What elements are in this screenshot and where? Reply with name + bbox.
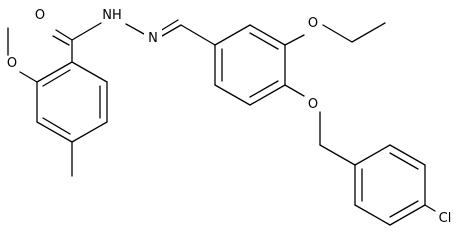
bond [71,121,108,143]
bond [389,204,426,226]
bond [42,117,71,135]
bond [161,24,182,37]
bond [19,71,38,83]
bond [36,121,73,143]
bond [319,144,356,166]
bond [42,69,71,87]
atom-labels: O NH N O O O Cl [7,6,451,226]
ether-oxygen-label: O [308,97,318,112]
bond [36,61,73,83]
chemical-structure-diagram: O NH N O O O Cl [7,6,451,226]
bond-lines [7,19,436,226]
bond [351,22,386,43]
bond [284,34,305,46]
hydrazone-n-label: N [148,31,158,46]
ethoxy-oxygen-label: O [308,16,318,31]
bond [249,80,279,98]
bond [249,24,286,46]
bond [322,24,353,43]
bond [71,61,108,83]
bond [284,84,305,97]
bond [424,204,436,212]
bond [249,32,279,50]
bond [214,84,251,106]
bond [71,22,102,41]
bond [180,24,216,46]
hydrazide-nh-label: NH [102,8,122,23]
bond [249,84,286,106]
bond [55,29,73,41]
bond [159,19,179,32]
carbonyl-oxygen-label: O [35,8,45,23]
chlorine-label: Cl [439,211,452,226]
methoxy-oxygen-label: O [7,56,17,71]
bond [389,144,426,166]
bond [125,23,145,35]
bond [389,200,419,218]
bond [389,152,419,170]
bond [354,204,391,226]
bond [52,35,70,46]
bond [214,24,251,46]
bond [354,144,391,166]
